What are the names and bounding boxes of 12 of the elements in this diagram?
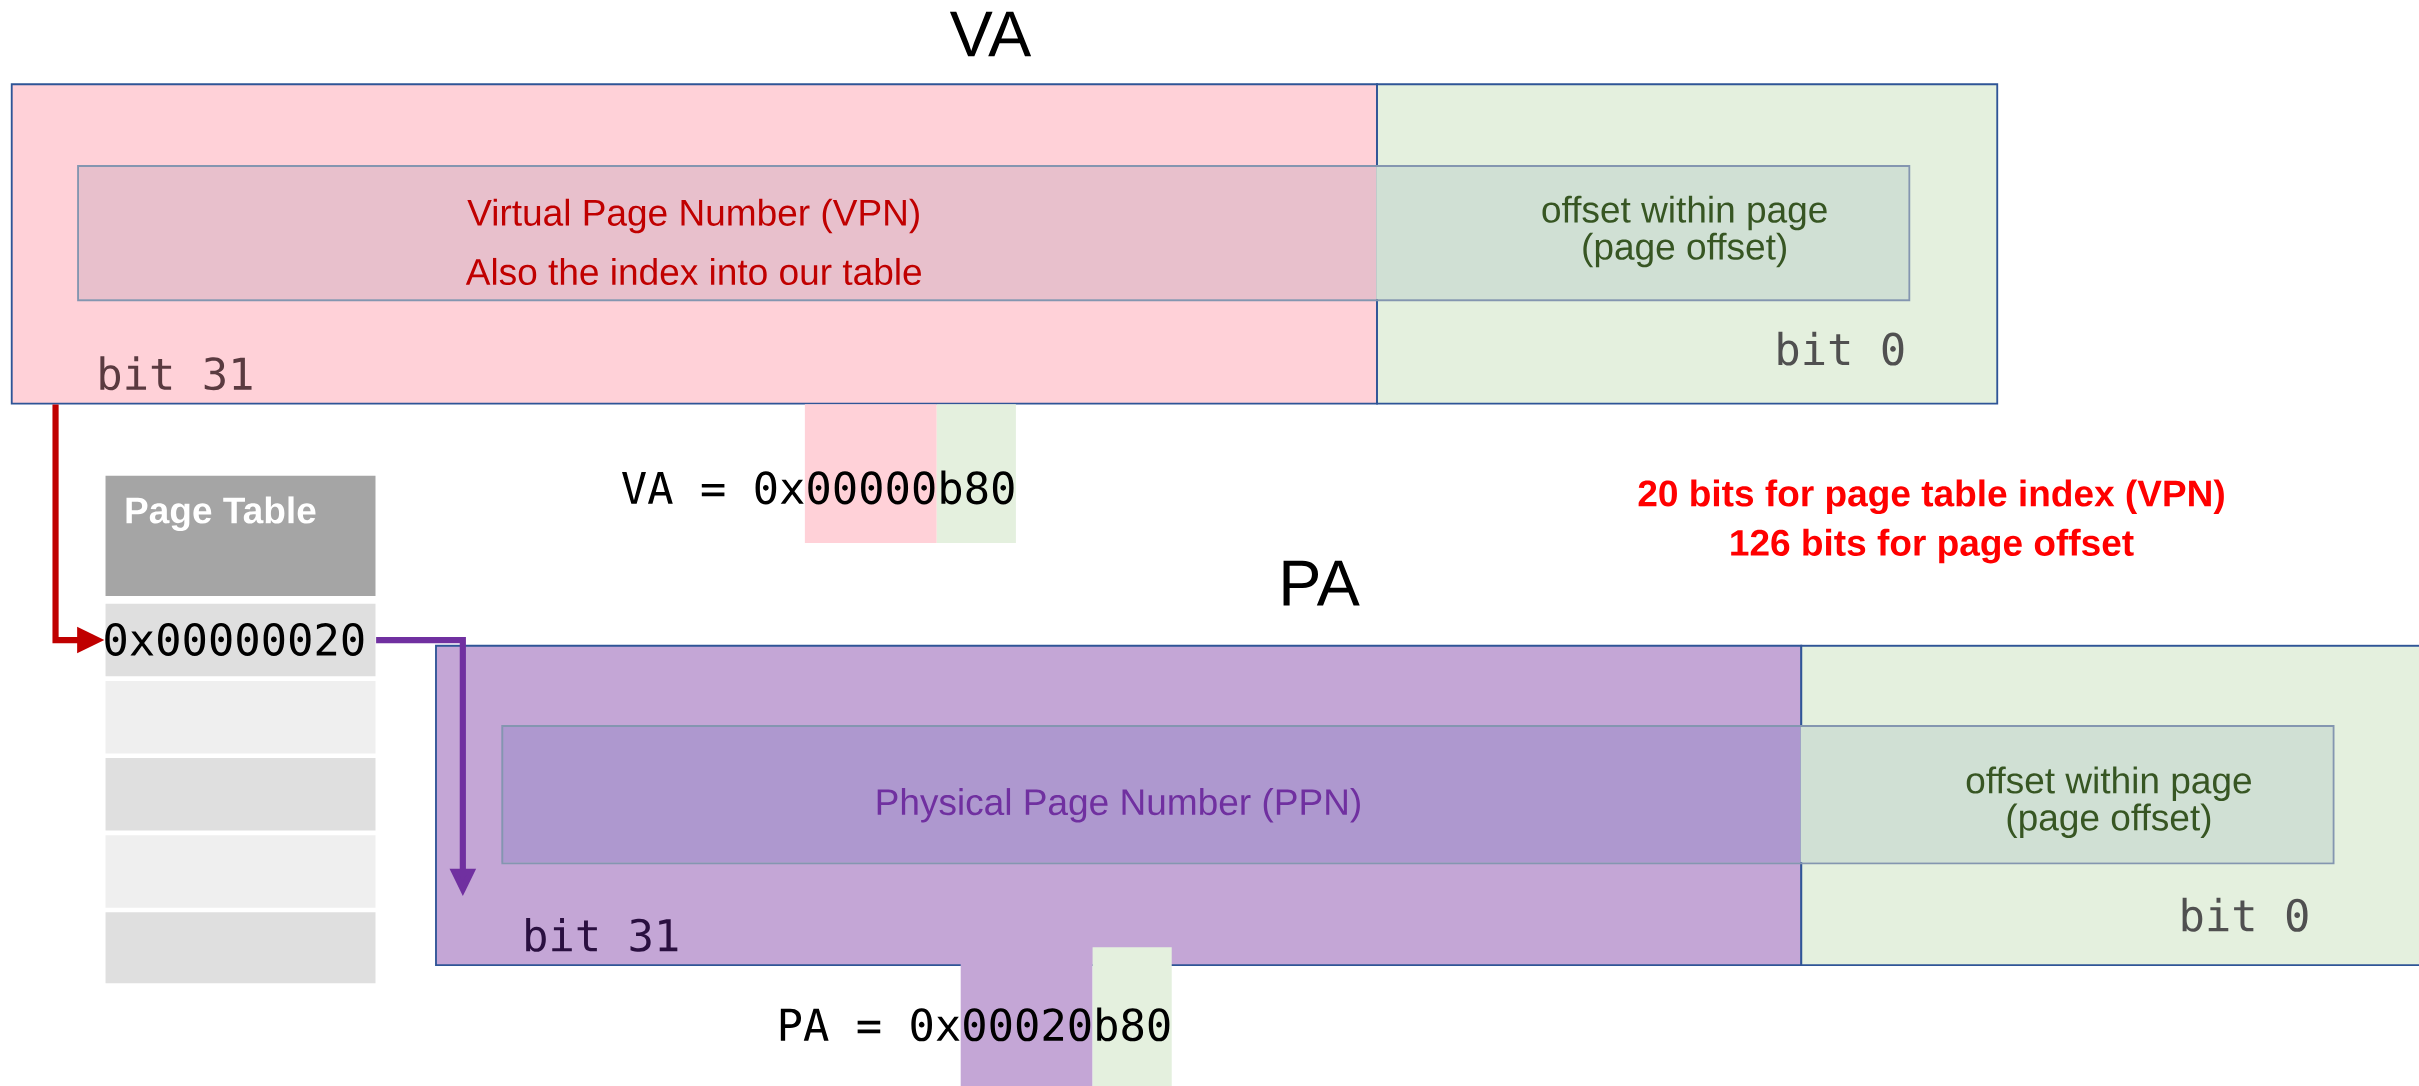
table-row — [105, 758, 376, 831]
address-heading: VA — [949, 11, 1032, 57]
address-field: offset within page (page offset) bit 0 — [1800, 644, 2419, 966]
note: 20 bits for page table index (VPN) — [1638, 479, 2224, 515]
address-value: PA = 0x00020b80 — [780, 1007, 1170, 1042]
table-row: 0x00000020 — [105, 603, 376, 677]
address-field: offset within page (page offset) bit 0 — [1376, 83, 1999, 405]
table-row — [105, 912, 376, 984]
address-heading: PA — [1283, 560, 1360, 606]
table-header: Page Table — [105, 475, 376, 597]
address-value: VA = 0x00000b80 — [622, 470, 1014, 505]
note: 126 bits for page offset — [1731, 528, 2134, 564]
